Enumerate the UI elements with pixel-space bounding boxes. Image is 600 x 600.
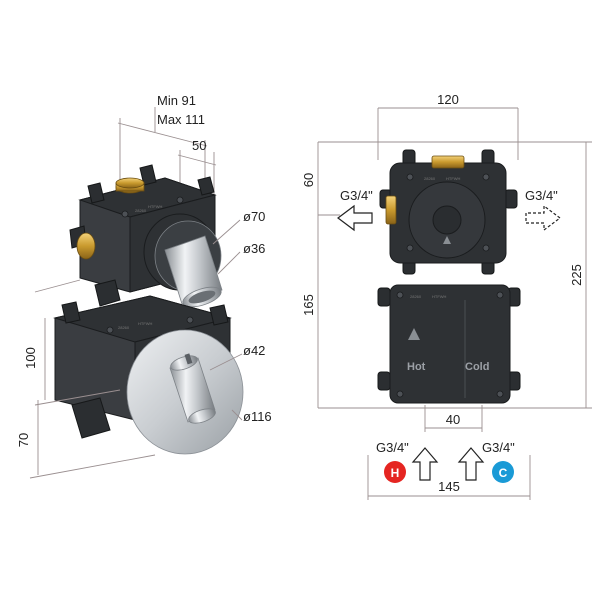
height-165-label: 165 <box>301 294 316 316</box>
svg-text:H: H <box>391 466 400 480</box>
upper-valve-box: 28260 HTFWH <box>69 164 223 308</box>
front-top-brass-nut <box>431 155 465 169</box>
front-lower-box: 28260 HTFWH Hot Cold <box>377 284 521 404</box>
svg-text:HTFWH: HTFWH <box>138 321 153 326</box>
svg-text:HTFWH: HTFWH <box>148 204 163 209</box>
cold-badge-icon: C <box>492 461 514 483</box>
svg-text:HTFWH: HTFWH <box>432 294 447 299</box>
svg-text:28260: 28260 <box>410 294 422 299</box>
depth-dimension <box>117 107 217 210</box>
svg-text:28260: 28260 <box>118 325 130 330</box>
lower-valve-box: 28260 HTFWH <box>53 295 244 455</box>
height-70-label: 70 <box>16 433 31 447</box>
inlet-cold-thread-label: G3/4" <box>482 440 515 455</box>
diam-70-label: ø70 <box>243 209 265 224</box>
outlet-right-thread-label: G3/4" <box>525 188 558 203</box>
height-dimensions <box>29 279 156 479</box>
arrow-right-dashed-icon <box>525 204 561 232</box>
hot-badge-icon: H <box>384 461 406 483</box>
depth-max-label: Max 111 <box>157 112 205 127</box>
front-dimension-lines <box>317 107 592 500</box>
width-145-label: 145 <box>438 479 460 494</box>
embossed-cold-label: Cold <box>465 361 489 373</box>
diameter-leaders <box>209 219 243 421</box>
front-view: 120 60 165 225 40 145 28260 HTFWH <box>301 92 592 500</box>
diam-36-label: ø36 <box>243 241 265 256</box>
arrow-up-icon <box>411 447 485 481</box>
svg-text:C: C <box>499 466 508 480</box>
height-60-label: 60 <box>301 173 316 187</box>
front-left-brass-nut <box>385 195 397 225</box>
outlet-left-thread-label: G3/4" <box>340 188 373 203</box>
inlet-hot-thread-label: G3/4" <box>376 440 409 455</box>
diam-42-label: ø42 <box>243 343 265 358</box>
diam-116-label: ø116 <box>243 409 272 424</box>
width-120-label: 120 <box>437 92 459 107</box>
embossed-hot-label: Hot <box>407 361 426 373</box>
depth-50-label: 50 <box>192 138 206 153</box>
side-brass-nut <box>76 232 96 260</box>
svg-text:HTFWH: HTFWH <box>446 176 461 181</box>
arrow-left-icon <box>337 204 373 232</box>
svg-text:28260: 28260 <box>135 208 147 213</box>
front-upper-box: 28260 HTFWH <box>379 149 518 275</box>
depth-min-label: Min 91 <box>157 93 196 108</box>
height-100-label: 100 <box>23 347 38 369</box>
svg-text:28260: 28260 <box>424 176 436 181</box>
width-40-label: 40 <box>446 412 460 427</box>
perspective-view: Min 91 Max 111 50 28260 HTFWH <box>16 93 272 479</box>
height-225-label: 225 <box>569 264 584 286</box>
